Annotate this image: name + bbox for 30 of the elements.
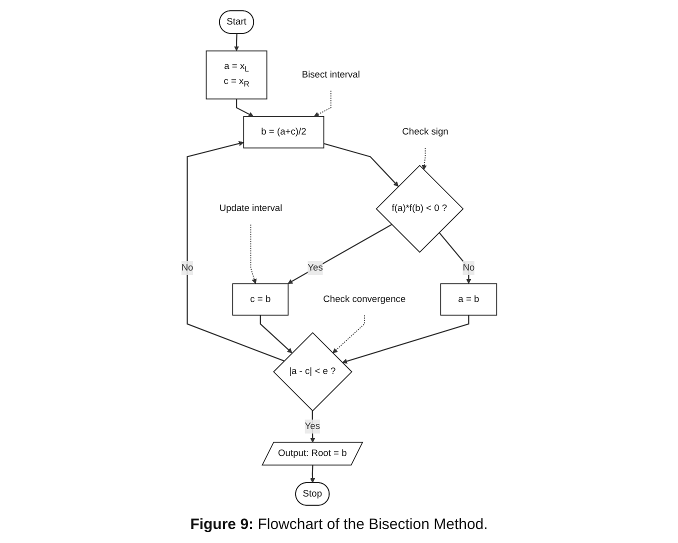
- node-text: Bisect interval: [302, 70, 360, 80]
- arrow: [234, 34, 240, 52]
- arrow: [324, 142, 399, 187]
- edge-label: Yes: [304, 421, 320, 432]
- arrow: [186, 141, 284, 362]
- arrow: [422, 148, 427, 170]
- node-text: Update interval: [219, 204, 282, 214]
- edge-label: Yes: [308, 262, 323, 273]
- node-text: Check sign: [402, 126, 448, 137]
- arrow: [260, 315, 292, 354]
- edge-label: No: [181, 262, 194, 273]
- node-box: [440, 283, 498, 316]
- arrow: [438, 232, 472, 284]
- node-diamond: [273, 332, 352, 412]
- arrow: [310, 465, 316, 484]
- arrow: [236, 98, 254, 117]
- node-box: [232, 283, 289, 316]
- arrow: [250, 224, 257, 284]
- node-diamond: [376, 164, 464, 253]
- arrow: [288, 224, 392, 284]
- arrow: [310, 410, 316, 443]
- arrow: [332, 314, 365, 354]
- figure-caption: Figure 9: Flowchart of the Bisection Method.: [190, 516, 488, 533]
- flowchart: No Yes No Yes Start a = x$_{L}$ c = x$_{R}$ Bisect interval b = (a+c)/2 Check sign Update interval f(a)*f(b) < 0 ? c = b Check convergence a = b |a - c| < e ? Output: Root = b Stop: [6, 6, 672, 510]
- node-box: [206, 50, 268, 100]
- node-box: [243, 116, 324, 148]
- arrow: [314, 90, 332, 117]
- arrow: [342, 315, 470, 364]
- node-text: Check convergence: [323, 294, 406, 304]
- edge-label: No: [462, 262, 475, 273]
